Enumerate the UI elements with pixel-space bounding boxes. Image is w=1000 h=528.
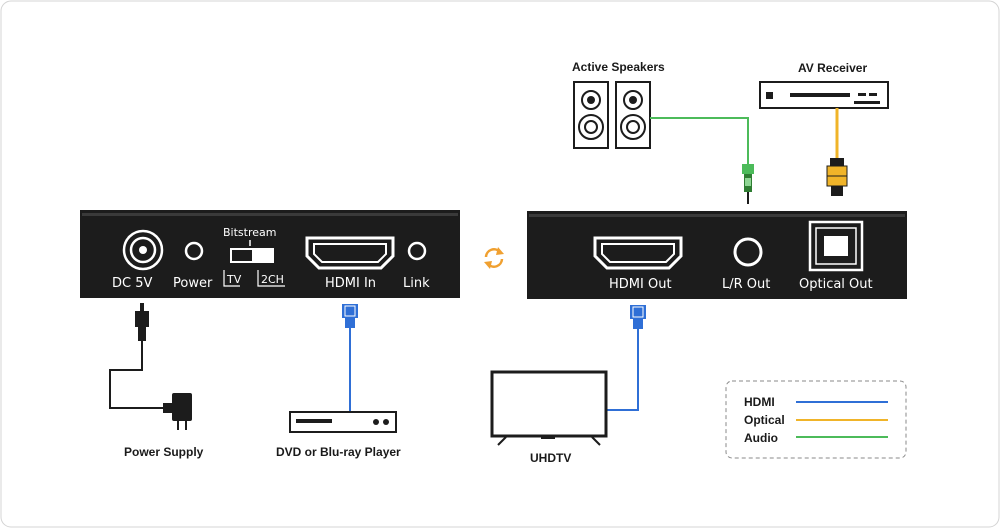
- tv-label: TV: [226, 273, 242, 286]
- power-cable: [109, 303, 173, 413]
- hdmi-out-port-icon: [593, 236, 683, 270]
- av-receiver-icon: [759, 81, 889, 109]
- sync-arrows-icon: [484, 247, 504, 269]
- bitstream-switch-icon[interactable]: [230, 248, 274, 263]
- optical-cable: [826, 108, 848, 196]
- hdmi-in-port-icon: [305, 236, 395, 270]
- legend-hdmi-label: HDMI: [744, 395, 775, 409]
- dc-label: DC 5V: [112, 276, 152, 291]
- twoch-label: 2CH: [261, 273, 284, 286]
- lr-out-jack-icon: [733, 237, 763, 267]
- bitstream-label: Bitstream: [223, 226, 276, 239]
- hdmi-cable-input: [342, 304, 358, 412]
- tv-icon: [490, 370, 608, 446]
- speakers-label: Active Speakers: [572, 60, 665, 74]
- legend-audio-label: Audio: [744, 431, 778, 445]
- legend-optical-label: Optical: [744, 413, 785, 427]
- speakers-icon: [573, 81, 651, 149]
- audio-cable: [650, 117, 754, 204]
- extender-receiver: HDMI Out L/R Out Optical Out: [527, 211, 907, 299]
- power-led-icon: [184, 241, 204, 261]
- extender-transmitter: DC 5V Power Bitstream TV 2CH HDMI In Lin…: [80, 210, 460, 298]
- optical-out-label: Optical Out: [799, 277, 873, 292]
- lr-out-label: L/R Out: [722, 277, 770, 292]
- power-adapter-icon: [172, 393, 192, 430]
- player-label: DVD or Blu-ray Player: [276, 445, 401, 459]
- link-label: Link: [403, 276, 430, 291]
- hdmi-cable-output: [606, 305, 646, 411]
- dvd-player-icon: [289, 411, 397, 433]
- hdmi-out-label: HDMI Out: [609, 277, 672, 292]
- legend: HDMI Optical Audio: [725, 380, 907, 459]
- power-label: Power: [173, 276, 213, 291]
- optical-out-port-icon: [808, 220, 864, 272]
- power-supply-label: Power Supply: [124, 445, 204, 459]
- hdmi-in-label: HDMI In: [325, 276, 376, 291]
- dc-jack-icon: [122, 229, 164, 271]
- tv-label: UHDTV: [530, 451, 571, 465]
- link-led-icon: [407, 241, 427, 261]
- receiver-label: AV Receiver: [798, 61, 867, 75]
